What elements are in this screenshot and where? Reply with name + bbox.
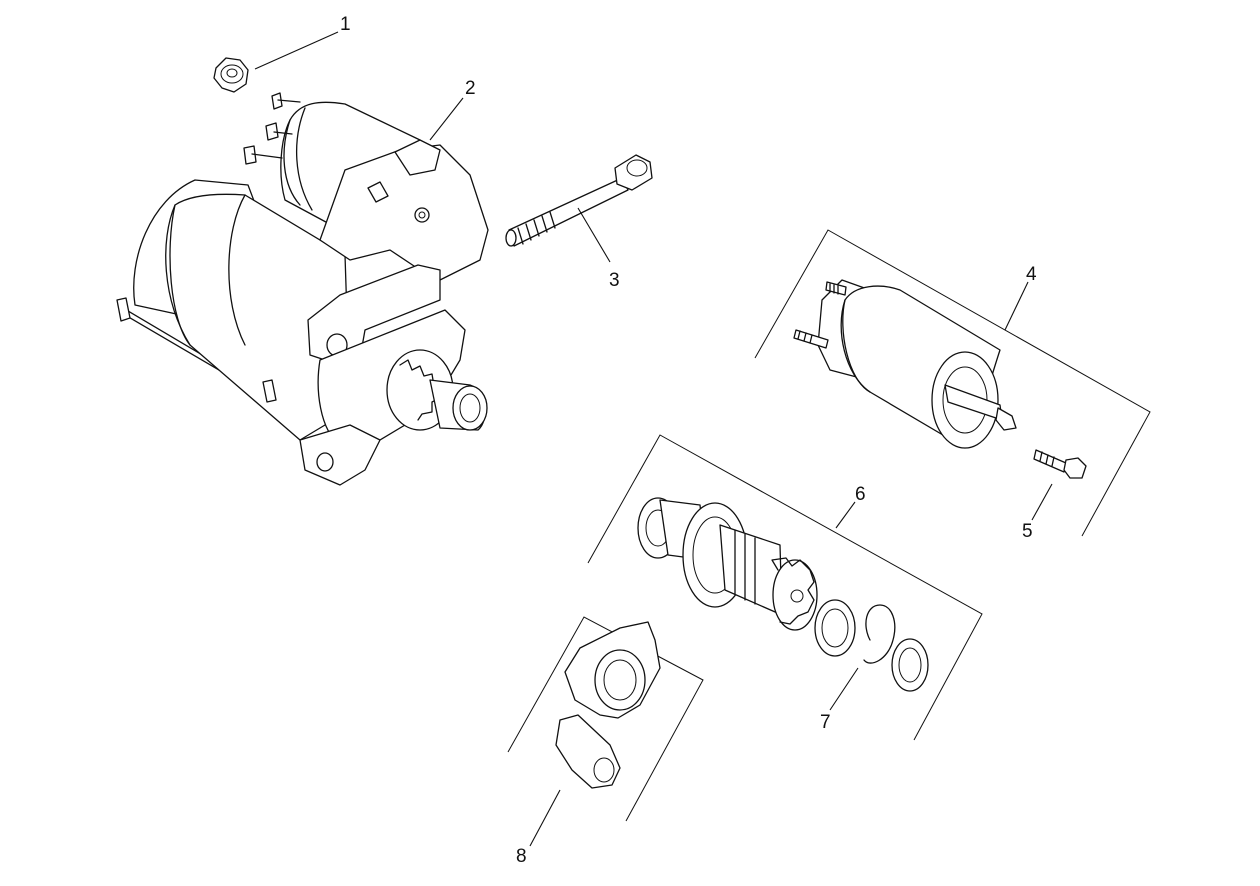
leader-line-7 — [829, 667, 859, 711]
pinion-drive-part — [637, 497, 818, 631]
callout-7: 7 — [820, 712, 831, 733]
callout-8: 8 — [516, 846, 527, 867]
callout-3: 3 — [609, 270, 620, 291]
through-bolt-part — [505, 154, 653, 247]
callout-4: 4 — [1026, 264, 1037, 285]
callout-labels: 1 2 3 4 5 6 7 8 — [340, 14, 1037, 867]
solenoid-group-frame — [754, 229, 1151, 537]
callout-2: 2 — [465, 78, 476, 99]
callout-1: 1 — [340, 14, 351, 35]
solenoid-screw-part — [1033, 449, 1087, 479]
washer-snapring-part — [814, 599, 929, 692]
leader-lines — [254, 31, 1053, 847]
callout-6: 6 — [855, 484, 866, 505]
leader-line-4 — [1004, 281, 1029, 331]
leader-line-5 — [1031, 483, 1053, 521]
callout-5: 5 — [1022, 521, 1033, 542]
coupling-part — [555, 621, 661, 789]
leader-line-6 — [835, 501, 856, 529]
drive-group-frame — [587, 434, 983, 741]
leader-line-3 — [577, 207, 611, 263]
leader-line-8 — [529, 789, 561, 847]
solenoid-part — [793, 279, 1017, 449]
flange-nut-part — [213, 57, 249, 93]
leader-line-1 — [254, 31, 339, 70]
starter-motor-part — [116, 92, 489, 486]
leader-line-2 — [429, 97, 464, 141]
